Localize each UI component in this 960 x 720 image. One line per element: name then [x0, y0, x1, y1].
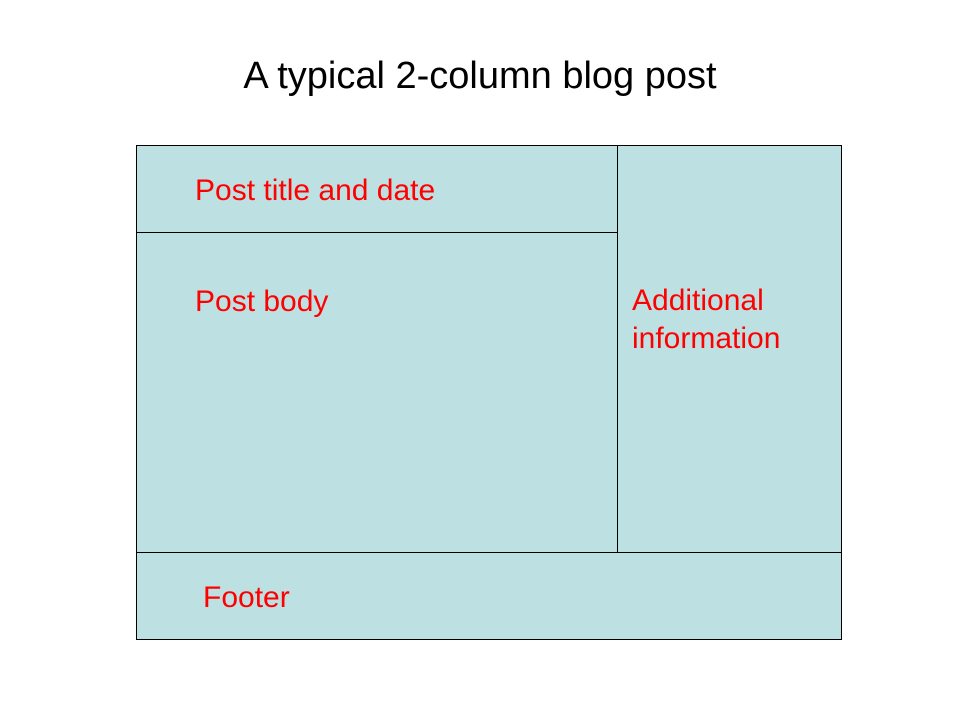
sidebar-label: Additional information — [632, 284, 781, 355]
post-body-label: Post body — [195, 285, 329, 318]
post-header-label: Post title and date — [195, 174, 436, 207]
diagram-title: A typical 2-column blog post — [243, 55, 717, 97]
post-header-box: Post title and date — [136, 145, 618, 233]
footer-label: Footer — [203, 581, 290, 614]
footer-box: Footer — [136, 552, 842, 640]
post-body-box: Post body — [136, 232, 618, 553]
sidebar-box: Additional information — [617, 145, 842, 553]
